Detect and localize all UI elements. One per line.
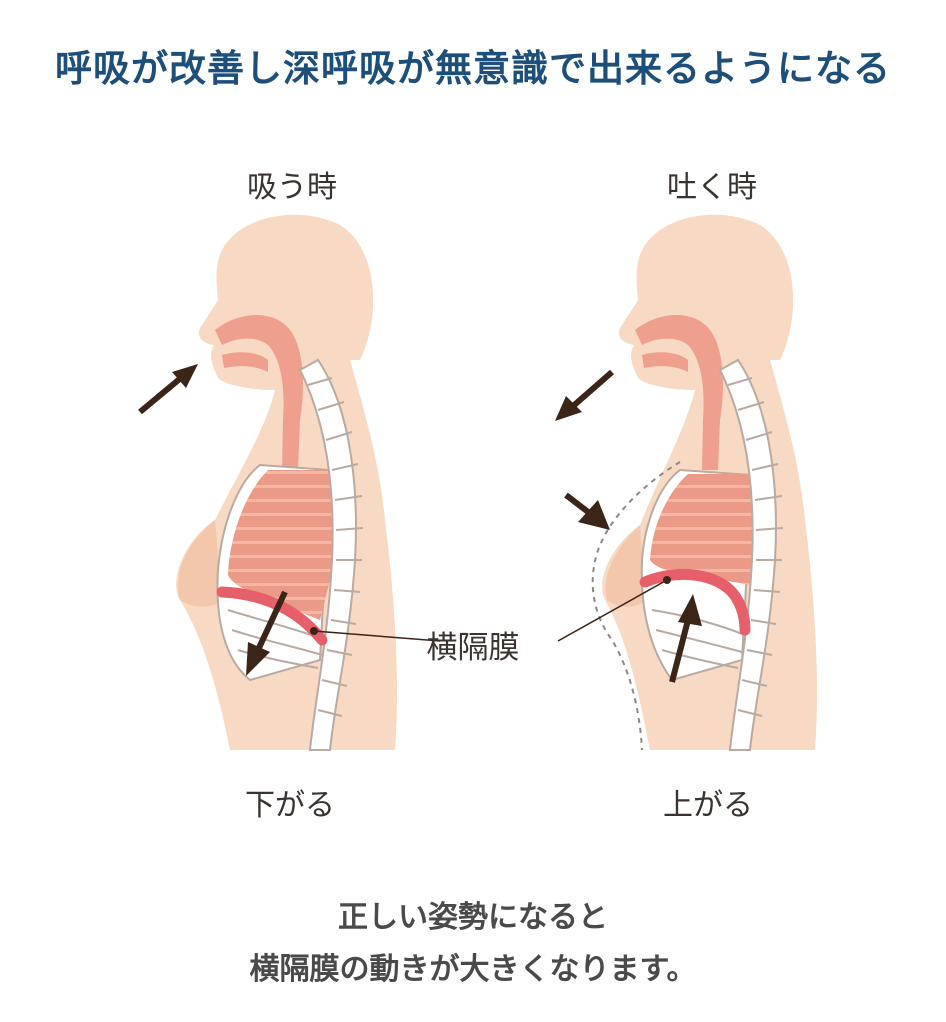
- exhale-lower-ribs: [651, 609, 746, 669]
- exhale-mouth-passage: [642, 352, 688, 372]
- exhale-prior-outline: [591, 461, 681, 751]
- diaphragm-leader-right: [557, 579, 668, 642]
- inhale-spine: [298, 358, 364, 751]
- exhale-diaphragm: [639, 568, 751, 636]
- inhale-figure: [138, 214, 397, 751]
- inhale-chest-shade: [178, 520, 222, 607]
- inhale-airway: [215, 315, 303, 470]
- inhale-lungs: [228, 470, 338, 620]
- exhale-air-out-arrow: [555, 369, 614, 421]
- inhale-diaphragm-down-arrow: [246, 590, 288, 676]
- inhale-air-in-arrow: [138, 364, 198, 415]
- exhale-chest-in-arrow: [564, 492, 610, 530]
- exhale-chest-shade: [605, 525, 645, 607]
- caption-line-1: 正しい姿勢になると: [338, 900, 608, 935]
- page-title: 呼吸が改善し深呼吸が無意識で出来るようになる: [55, 47, 891, 90]
- exhale-label: 吐く時: [667, 170, 757, 205]
- caption-line-2: 横隔膜の動きが大きくなります。: [249, 952, 697, 987]
- exhale-lungs: [650, 474, 758, 585]
- exhale-airway: [635, 315, 723, 470]
- diaphragm-label: 横隔膜: [426, 630, 520, 666]
- exhale-state: 上がる: [663, 788, 753, 823]
- diaphragm-leader-left: [313, 630, 441, 642]
- inhale-label: 吸う時: [247, 170, 337, 205]
- inhale-mouth-passage: [222, 352, 268, 372]
- exhale-diaphragm-up-arrow: [669, 594, 702, 683]
- exhale-spine: [718, 358, 784, 751]
- inhale-state: 下がる: [245, 788, 335, 823]
- exhale-figure: [555, 214, 817, 751]
